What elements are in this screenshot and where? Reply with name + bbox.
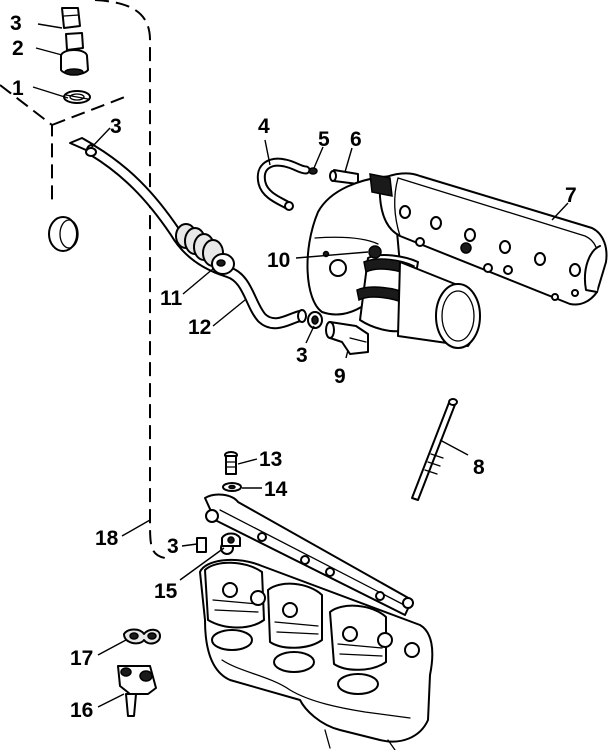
leader-lines bbox=[32, 23, 569, 708]
callout-15: 15 bbox=[154, 580, 178, 603]
callout-5: 5 bbox=[318, 128, 330, 151]
callout-12: 12 bbox=[188, 316, 211, 339]
part-3-clip-upper bbox=[85, 147, 97, 157]
part-17-gasket bbox=[123, 628, 161, 645]
part-6-fitting bbox=[329, 169, 359, 185]
callout-18: 18 bbox=[95, 527, 119, 550]
callout-3-top: 3 bbox=[10, 12, 22, 35]
callout-8: 8 bbox=[473, 456, 485, 479]
part-3-clip-middle bbox=[307, 311, 323, 329]
dashed-outline bbox=[0, 0, 166, 559]
part-4-vent-hose bbox=[256, 157, 311, 211]
callout-17: 17 bbox=[70, 647, 93, 670]
callout-3-middle: 3 bbox=[296, 344, 308, 367]
callout-1: 1 bbox=[12, 77, 24, 100]
part-9-elbow-fitting bbox=[325, 321, 369, 355]
callout-4: 4 bbox=[258, 115, 270, 138]
engine-cylinder-block bbox=[199, 559, 434, 750]
callout-9: 9 bbox=[334, 365, 346, 388]
part-13-screw bbox=[224, 451, 238, 475]
part-11-bellows-sleeve bbox=[175, 223, 235, 275]
part-2-fitting bbox=[60, 32, 89, 76]
callout-2: 2 bbox=[12, 37, 24, 60]
part-1-clamp bbox=[63, 90, 91, 104]
part-16-fitting bbox=[117, 665, 157, 717]
part-7-exhaust-manifold bbox=[369, 172, 608, 306]
callout-13: 13 bbox=[259, 448, 282, 471]
engine-intake-manifold bbox=[204, 493, 414, 616]
callout-16: 16 bbox=[70, 699, 93, 722]
callout-3-hose: 3 bbox=[110, 115, 122, 138]
flame-arrestor bbox=[397, 261, 481, 349]
part-3-clip-lower bbox=[196, 537, 207, 553]
callout-labels: 3 2 1 3 4 5 6 7 10 11 12 3 9 8 13 14 18 … bbox=[10, 12, 577, 722]
part-5-clip bbox=[308, 167, 318, 175]
callout-11: 11 bbox=[160, 287, 183, 310]
part-3-hose-cap-top bbox=[61, 7, 81, 29]
callout-6: 6 bbox=[350, 128, 362, 151]
part-8-rod bbox=[411, 398, 458, 501]
part-15-fitting bbox=[221, 532, 241, 547]
callout-10: 10 bbox=[267, 249, 290, 272]
callout-7: 7 bbox=[565, 184, 577, 207]
callout-3-lower: 3 bbox=[167, 535, 179, 558]
callout-14: 14 bbox=[264, 478, 288, 501]
loose-sleeve-ring bbox=[48, 216, 79, 252]
part-14-washer bbox=[222, 482, 242, 492]
